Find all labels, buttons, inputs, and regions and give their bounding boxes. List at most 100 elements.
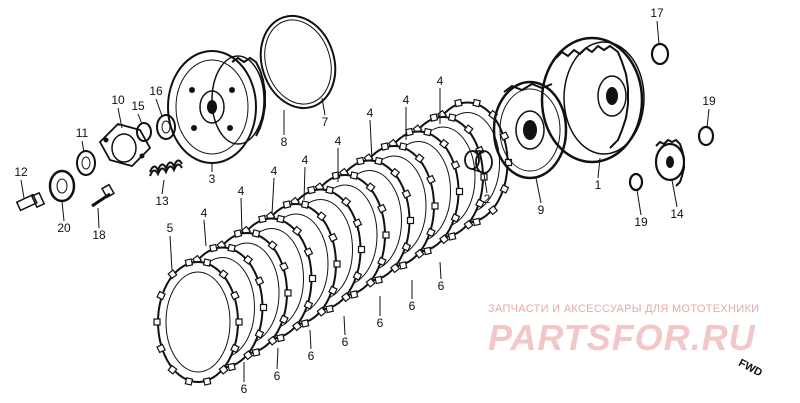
callout-c6b: 6: [274, 347, 281, 383]
callout-c15: 15: [131, 99, 145, 125]
bolt-12: [15, 191, 46, 212]
callout-c6a: 6: [241, 362, 248, 396]
callout-number: 19: [634, 215, 648, 229]
callout-c11: 11: [76, 126, 89, 153]
callout-number: 12: [14, 165, 28, 179]
callout-layer: 1234444444456666666789101112131415161718…: [14, 6, 716, 396]
callout-c4a: 4: [201, 206, 208, 247]
leader-line: [117, 107, 123, 129]
callout-number: 4: [367, 106, 374, 120]
leader-line: [321, 97, 326, 116]
snap-ring-17: [650, 42, 670, 66]
callout-number: 13: [155, 194, 169, 208]
callout-c16: 16: [149, 84, 163, 117]
lifter-plate: [98, 122, 152, 168]
callout-number: 10: [111, 93, 125, 107]
leader-line: [155, 98, 163, 117]
callout-c19b: 19: [634, 189, 648, 229]
callout-number: 17: [650, 6, 664, 20]
callout-number: 4: [437, 74, 444, 88]
callout-number: 4: [302, 153, 309, 167]
leader-line: [309, 329, 312, 350]
callout-number: 4: [335, 134, 342, 148]
leader-line: [203, 219, 207, 247]
callout-c10: 10: [111, 93, 125, 129]
plate-stack: [153, 98, 513, 386]
callout-number: 1: [595, 178, 602, 192]
clutch-spring: [149, 159, 183, 177]
friction-disc: [153, 258, 243, 386]
callout-c4b: 4: [238, 184, 245, 235]
pressure-plate: [167, 50, 266, 164]
leader-line: [81, 140, 85, 153]
leader-line: [535, 177, 542, 204]
callout-c8: 8: [281, 110, 288, 149]
callout-number: 15: [131, 99, 145, 113]
callout-number: 6: [409, 299, 416, 313]
callout-number: 20: [57, 221, 71, 235]
callout-number: 19: [702, 94, 716, 108]
callout-number: 5: [167, 221, 174, 235]
leader-line: [656, 20, 660, 45]
callout-number: 4: [403, 93, 410, 107]
callout-number: 8: [281, 135, 288, 149]
leader-line: [61, 200, 65, 222]
ring-19-upper: [697, 125, 715, 147]
callout-c1: 1: [595, 157, 602, 192]
callout-c6c: 6: [308, 329, 315, 363]
leader-line: [137, 113, 143, 125]
callout-c12: 12: [14, 165, 28, 199]
callout-number: 4: [238, 184, 245, 198]
callout-c4h: 4: [437, 74, 444, 124]
callout-number: 11: [76, 126, 89, 140]
callout-c6g: 6: [438, 261, 445, 293]
leader-line: [240, 197, 243, 235]
leader-line: [343, 315, 346, 336]
callout-c9: 9: [535, 177, 545, 217]
callout-number: 6: [438, 279, 445, 293]
callout-c19a: 19: [702, 94, 716, 129]
outer-clutch-housing: [540, 36, 645, 164]
callout-number: 6: [274, 369, 281, 383]
callout-c13: 13: [155, 179, 169, 208]
callout-number: 4: [271, 164, 278, 178]
bearing-11: [76, 150, 96, 176]
leader-line: [369, 119, 373, 161]
callout-number: 6: [342, 335, 349, 349]
callout-c20: 20: [57, 200, 71, 235]
callout-number: 6: [241, 382, 248, 396]
leader-line: [636, 189, 642, 216]
callout-number: 6: [377, 316, 384, 330]
callout-number: 14: [670, 207, 684, 221]
callout-c18: 18: [92, 207, 106, 242]
washer-15: [136, 122, 152, 142]
watermark-logo: PARTSFOR.RU: [488, 317, 756, 358]
callout-number: 4: [201, 206, 208, 220]
clutch-center: [492, 80, 568, 180]
callout-number: 7: [322, 115, 329, 129]
leader-line: [97, 207, 100, 229]
leader-line: [439, 261, 442, 280]
leader-line: [671, 179, 678, 208]
collar-16: [156, 114, 176, 140]
callout-number: 2: [484, 192, 491, 206]
callout-c6f: 6: [409, 280, 416, 313]
callout-c6d: 6: [342, 315, 349, 349]
callout-c4e: 4: [335, 134, 342, 182]
callout-c7: 7: [321, 97, 329, 129]
bearing-20: [48, 169, 76, 203]
callout-c4f: 4: [367, 106, 374, 161]
callout-c6e: 6: [377, 296, 384, 330]
collar-2: [464, 150, 493, 174]
callout-number: 18: [92, 228, 106, 242]
callout-c14: 14: [670, 179, 684, 221]
leader-line: [169, 235, 173, 271]
callout-number: 6: [308, 349, 315, 363]
callout-c17: 17: [650, 6, 664, 45]
leader-line: [597, 157, 601, 179]
leader-line: [483, 173, 488, 194]
callout-c2: 2: [483, 173, 491, 206]
leader-line: [706, 108, 710, 129]
leader-line: [303, 166, 306, 201]
